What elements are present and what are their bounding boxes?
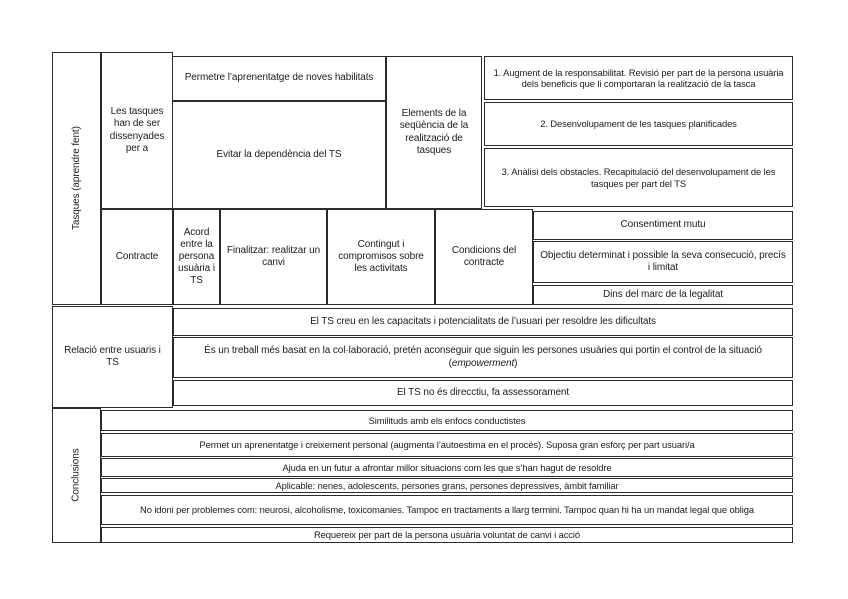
acord-cell: Acord entre la persona usuària i TS bbox=[173, 209, 220, 305]
tasques-section-label: Tasques (aprendre fent) bbox=[52, 52, 101, 305]
sequencia-item-2: 2. Desenvolupament de les tasques planif… bbox=[484, 102, 793, 146]
condicions-contracte-cell: Condicions del contracte bbox=[435, 209, 533, 305]
relacio-row-2-empowerment: empowerment bbox=[451, 357, 515, 369]
relacio-row-2-line1: És un treball més basat en la col·labora… bbox=[204, 345, 762, 357]
relacio-row-2-paren-open: ( bbox=[448, 357, 452, 369]
sequencia-item-1: 1. Augment de la responsabilitat. Revisi… bbox=[484, 56, 793, 100]
conclusions-row-6: Requereix per part de la persona usuària… bbox=[101, 527, 793, 543]
conclusions-section-label: Conclusions bbox=[52, 408, 101, 543]
conclusions-section-label-text: Conclusions bbox=[70, 448, 82, 503]
conclusions-row-3: Ajuda en un futur a afrontar millor situ… bbox=[101, 458, 793, 477]
relacio-row-2-paren-close: ) bbox=[514, 357, 518, 369]
finalitzar-cell: Finalitzar: realitzar un canvi bbox=[220, 209, 327, 305]
evitar-cell: Evitar la dependència del TS bbox=[172, 101, 386, 209]
conclusions-row-4: Aplicable: nenes, adolescents, persones … bbox=[101, 478, 793, 493]
relacio-row-1: El TS creu en les capacitats i potencial… bbox=[173, 308, 793, 336]
marc-legalitat-cell: Dins del marc de la legalitat bbox=[533, 285, 793, 305]
sequencia-item-3: 3. Anàlisi dels obstacles. Recapitulació… bbox=[484, 148, 793, 207]
objectiu-cell: Objectiu determinat i possible la seva c… bbox=[533, 241, 793, 283]
conclusions-row-5: No idoni per problemes com: neurosi, alc… bbox=[101, 495, 793, 525]
consentiment-cell: Consentiment mutu bbox=[533, 211, 793, 240]
relacio-row-2-text: És un treball més basat en la col·labora… bbox=[204, 345, 762, 369]
permetre-cell: Permetre l’aprenentatge de noves habilit… bbox=[172, 56, 386, 101]
contracte-cell: Contracte bbox=[101, 209, 173, 305]
contingut-cell: Contingut i compromisos sobre les activi… bbox=[327, 209, 435, 305]
conclusions-row-2: Permet un aprenentatge i creixement pers… bbox=[101, 433, 793, 457]
elements-sequencia-cell: Elements de la seqüència de la realitzac… bbox=[386, 56, 482, 209]
relacio-row-2: És un treball més basat en la col·labora… bbox=[173, 337, 793, 378]
les-tasques-cell: Les tasques han de ser dissenyades per a bbox=[101, 52, 173, 209]
relacio-section-label: Relació entre usuaris i TS bbox=[52, 306, 173, 408]
tasques-section-label-text: Tasques (aprendre fent) bbox=[70, 126, 82, 231]
conclusions-row-1: Similituds amb els enfocs conductistes bbox=[101, 410, 793, 431]
relacio-row-3: El TS no és direcctiu, fa assessorament bbox=[173, 380, 793, 406]
